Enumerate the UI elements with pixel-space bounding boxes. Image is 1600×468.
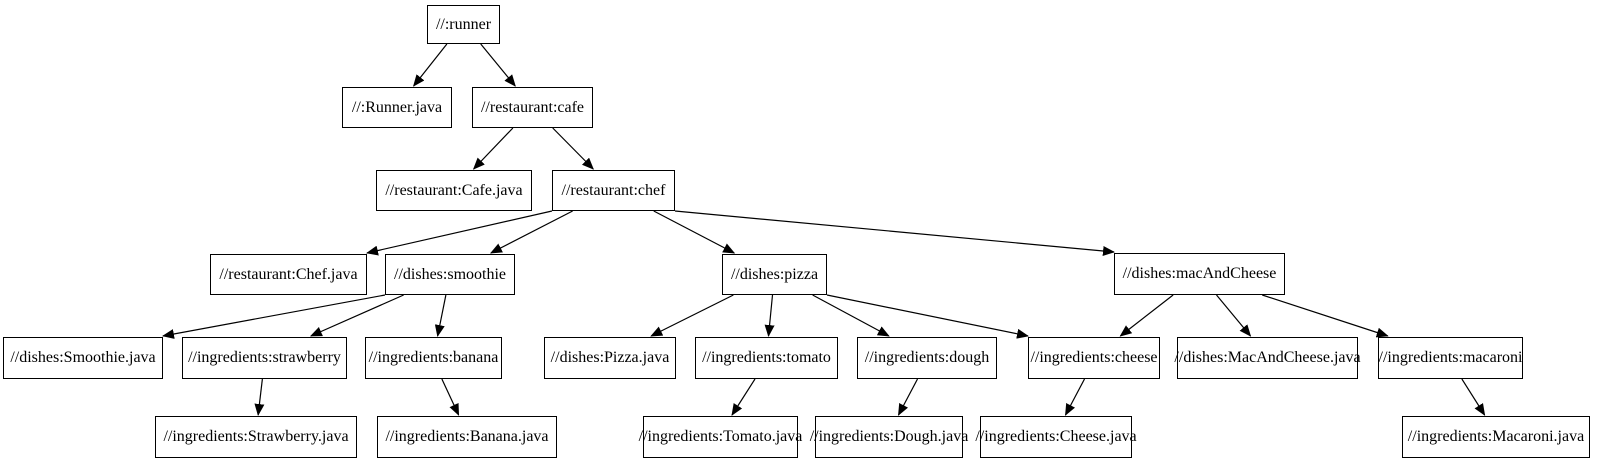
graph-node-banana_java: //ingredients:Banana.java [377,416,557,458]
edge-macandcheese-to-cheese [1119,294,1174,337]
graph-node-label: //restaurant:chef [561,181,666,199]
graph-node-label: //ingredients:dough [864,349,990,366]
graph-node-pizza: //dishes:pizza [722,254,827,295]
graph-node-label: //restaurant:Cafe.java [385,181,523,199]
graph-node-label: //ingredients:tomato [702,349,831,366]
graph-node-label: //:runner [435,15,492,33]
graph-node-cheese: //ingredients:cheese [1028,337,1160,379]
graph-node-label: //dishes:macAndCheese [1122,265,1277,282]
edge-chef-to-macandcheese [674,210,1115,256]
edge-pizza-to-tomato [764,294,775,337]
graph-node-runner: //:runner [427,5,500,44]
edge-pizza-to-dough [812,294,890,337]
graph-node-label: //ingredients:Macaroni.java [1407,428,1585,445]
graph-node-macaroni_java: //ingredients:Macaroni.java [1402,416,1590,458]
graph-node-macaroni: //ingredients:macaroni [1378,337,1523,379]
edge-macandcheese-to-macandcheese_java [1216,294,1252,337]
graph-node-strawberry: //ingredients:strawberry [182,337,347,379]
edge-pizza-to-pizza_java [650,294,734,337]
edge-tomato-to-tomato_java [731,378,756,416]
graph-node-banana: //ingredients:banana [365,337,502,379]
edge-macandcheese-to-macaroni [1262,294,1389,338]
graph-node-label: //dishes:smoothie [394,265,506,283]
graph-node-chef: //restaurant:chef [552,170,675,211]
graph-node-tomato_java: //ingredients:Tomato.java [639,416,802,458]
graph-node-runner_java: //:Runner.java [342,87,452,128]
edge-banana-to-banana_java [441,378,460,416]
edge-runner-to-cafe [480,43,516,87]
graph-node-label: //dishes:Pizza.java [550,349,670,366]
graph-node-label: //restaurant:Chef.java [219,265,358,283]
graph-node-dough: //ingredients:dough [857,337,997,379]
edge-chef-to-pizza [653,210,736,254]
graph-node-strawberry_java: //ingredients:Strawberry.java [155,416,357,458]
edge-dough-to-dough_java [897,378,919,416]
edge-smoothie-to-strawberry [309,294,404,337]
edge-macaroni-to-macaroni_java [1461,378,1486,416]
edge-cheese-to-cheese_java [1064,378,1086,416]
graph-node-label: //ingredients:cheese [1030,349,1158,366]
graph-node-smoothie_java: //dishes:Smoothie.java [3,337,163,379]
graph-node-label: //ingredients:Banana.java [385,428,549,445]
edge-cafe-to-chef [552,127,594,170]
edge-pizza-to-cheese [826,294,1029,339]
graph-node-macandcheese_java: //dishes:MacAndCheese.java [1174,337,1361,379]
graph-node-label: //dishes:Smoothie.java [10,349,156,366]
graph-node-label: //:Runner.java [351,98,443,116]
edge-chef-to-chef_java [366,210,553,256]
graph-node-chef_java: //restaurant:Chef.java [210,254,367,295]
graph-node-label: //ingredients:Dough.java [809,428,969,445]
graph-node-label: //ingredients:macaroni [1378,349,1523,366]
graph-node-label: //dishes:MacAndCheese.java [1174,349,1361,366]
graph-node-label: //restaurant:cafe [480,98,585,116]
graph-node-cafe: //restaurant:cafe [472,87,593,128]
graph-node-smoothie: //dishes:smoothie [385,254,515,295]
graph-node-label: //ingredients:Strawberry.java [163,428,349,445]
graph-node-label: //ingredients:strawberry [188,349,341,366]
edge-strawberry-to-strawberry_java [254,378,265,416]
graph-node-macandcheese: //dishes:macAndCheese [1114,253,1285,295]
edge-cafe-to-cafe_java [472,127,514,170]
graph-node-dough_java: //ingredients:Dough.java [810,416,968,458]
edge-smoothie-to-banana [434,294,447,337]
edge-runner-to-runner_java [413,43,448,87]
graph-node-pizza_java: //dishes:Pizza.java [544,337,676,379]
edge-smoothie-to-smoothie_java [162,294,386,339]
graph-node-label: //dishes:pizza [730,265,819,283]
edge-chef-to-smoothie [489,210,573,254]
graph-node-cheese_java: //ingredients:Cheese.java [975,416,1137,458]
graph-node-tomato: //ingredients:tomato [695,337,838,379]
graph-node-label: //ingredients:banana [368,349,499,366]
graph-node-label: //ingredients:Tomato.java [638,428,803,445]
graph-node-label: //ingredients:Cheese.java [975,428,1137,445]
graph-node-cafe_java: //restaurant:Cafe.java [376,170,532,211]
